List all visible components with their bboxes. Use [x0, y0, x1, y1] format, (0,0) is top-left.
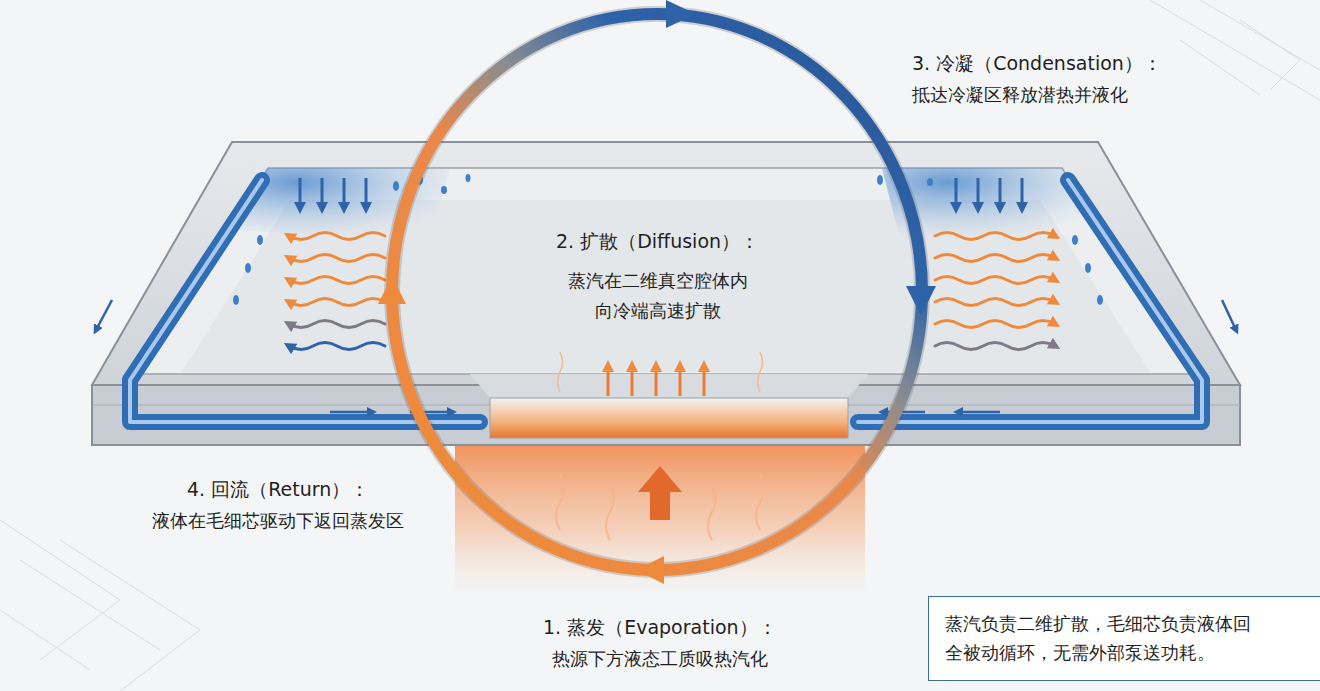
note-text: 蒸汽负责二维扩散，毛细芯负责液体回 全被动循环，无需外部泵送功耗。 — [945, 609, 1257, 667]
step-heading: 3. 冷凝（Condensation）： — [912, 50, 1162, 76]
step-heading: 1. 蒸发（Evaporation）： — [543, 614, 777, 640]
step-description: 抵达冷凝区释放潜热并液化 — [912, 82, 1128, 108]
step-heading: 2. 扩散（Diffusion）： — [556, 228, 759, 254]
step-heading: 4. 回流（Return）： — [187, 476, 369, 502]
step-description: 蒸汽在二维真空腔体内 向冷端高速扩散 — [558, 266, 758, 326]
step-description: 热源下方液态工质吸热汽化 — [552, 646, 768, 672]
note-box: 蒸汽负责二维扩散，毛细芯负责液体回 全被动循环，无需外部泵送功耗。 — [928, 596, 1320, 681]
step-description: 液体在毛细芯驱动下返回蒸发区 — [152, 508, 404, 534]
